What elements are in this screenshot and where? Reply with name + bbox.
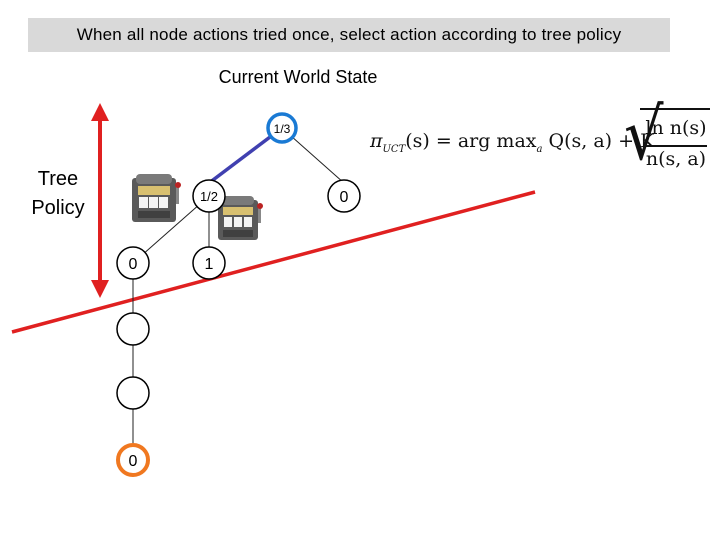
node-left-value: 1/2 xyxy=(200,189,218,204)
formula-argmax: (s) = arg max xyxy=(405,130,537,152)
tree-policy-arrow xyxy=(91,103,109,298)
node-left-right: 1 xyxy=(192,246,226,280)
formula-denominator: n(s, a) xyxy=(645,148,707,170)
edge-left-leftleft xyxy=(132,195,210,264)
sqrt-icon: √ xyxy=(624,92,664,177)
node-left-left-value: 0 xyxy=(129,256,138,273)
node-root-value: 1/3 xyxy=(274,122,291,136)
policy-boundary-line xyxy=(11,190,536,334)
formula-q-term: Q(s, a) + K xyxy=(542,130,655,152)
rollout-leaf-node: 0 xyxy=(116,443,150,477)
node-right-value: 0 xyxy=(340,189,349,206)
sqrt-overline xyxy=(640,108,710,110)
rollout-node-2 xyxy=(116,376,150,410)
node-root: 1/3 xyxy=(266,112,298,144)
node-right: 0 xyxy=(327,179,361,213)
formula-pi: π xyxy=(370,130,383,152)
formula-lhs: πUCT(s) = arg maxa Q(s, a) + K xyxy=(370,130,654,155)
formula-subscript: UCT xyxy=(382,143,406,155)
world-state-label: Current World State xyxy=(218,67,378,87)
formula-numerator: ln n(s) xyxy=(645,117,707,139)
slot-machine-icon xyxy=(218,196,263,240)
node-left-right-value: 1 xyxy=(205,256,214,273)
node-left: 1/2 xyxy=(192,179,226,213)
slot-machine-icon xyxy=(132,174,181,222)
tree-policy-label: Tree Policy xyxy=(31,168,85,219)
fraction-bar xyxy=(645,145,707,147)
uct-formula: πUCT(s) = arg maxa Q(s, a) + K √ ln n(s)… xyxy=(370,99,710,180)
rollout-node-1 xyxy=(116,312,150,346)
formula-argmax-subscript: a xyxy=(536,143,543,155)
node-left-left: 0 xyxy=(116,246,150,280)
title-banner: When all node actions tried once, select… xyxy=(28,18,670,52)
rollout-leaf-value: 0 xyxy=(129,453,138,470)
